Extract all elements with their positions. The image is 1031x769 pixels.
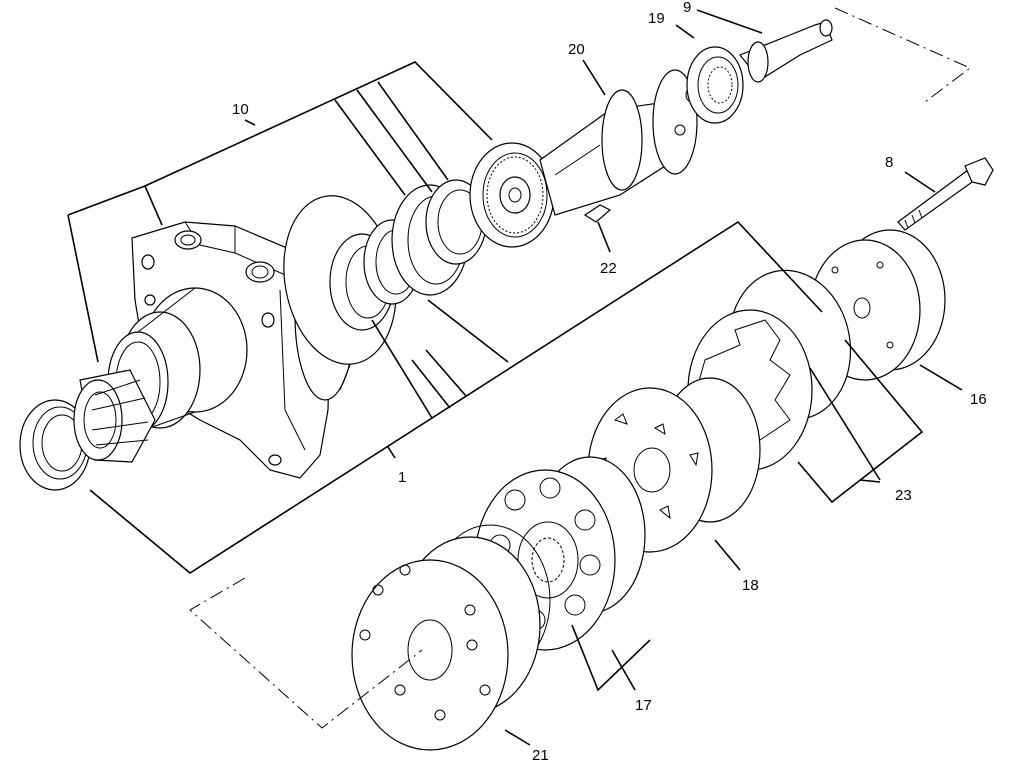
callout-22: 22 <box>600 260 617 277</box>
callout-19: 19 <box>648 10 665 27</box>
callout-17: 17 <box>635 697 652 714</box>
output-bearing <box>469 142 555 248</box>
leader-lines <box>67 7 971 746</box>
callout-1: 1 <box>398 469 406 486</box>
callout-23: 23 <box>895 487 912 504</box>
drive-shaft <box>739 19 833 83</box>
needle-bearing <box>73 369 156 463</box>
thrust-bearing-group <box>391 179 487 296</box>
bolt <box>897 157 994 231</box>
output-shaft <box>539 69 699 216</box>
callout-10: 10 <box>232 101 249 118</box>
callout-16: 16 <box>970 391 987 408</box>
callout-8: 8 <box>885 154 893 171</box>
callout-9: 9 <box>683 0 691 16</box>
shaft-key <box>583 204 612 223</box>
spline-coupling <box>686 46 744 124</box>
callout-18: 18 <box>742 577 759 594</box>
callout-21: 21 <box>532 747 549 764</box>
callout-20: 20 <box>568 41 585 58</box>
end-plate <box>351 536 541 751</box>
